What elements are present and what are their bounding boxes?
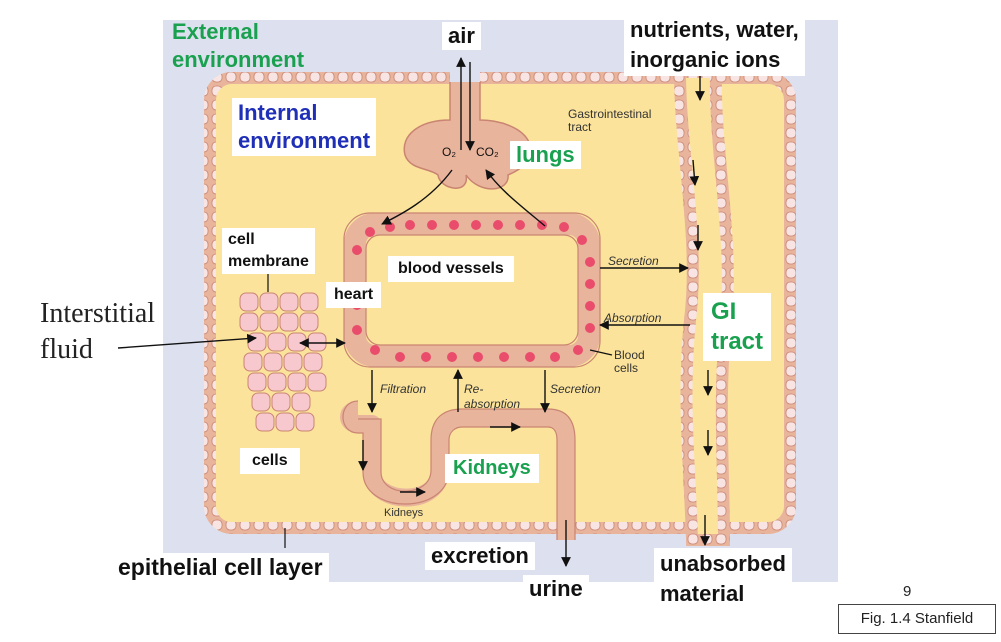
gastrointestinal-tract-label: Gastrointestinal tract bbox=[568, 107, 652, 134]
tissue-cells bbox=[239, 292, 327, 432]
interstitial-pointer bbox=[117, 333, 257, 349]
external-environment-label: External environment bbox=[172, 19, 305, 72]
nutrients-label: nutrients, water, inorganic ions bbox=[624, 14, 805, 76]
kidney-tubule-outline bbox=[342, 400, 576, 540]
reabsorption-label: Re- absorption bbox=[464, 382, 521, 411]
flow-arrows bbox=[117, 57, 713, 567]
blood-vessel-loop bbox=[344, 213, 600, 367]
secretion-bottom-label: Secretion bbox=[550, 382, 601, 396]
air-label: air bbox=[442, 22, 481, 50]
co2-label: CO₂ bbox=[476, 145, 499, 159]
gi-tract-label: GI tract bbox=[703, 293, 772, 361]
epithelial-cell-layer-label: epithelial cell layer bbox=[112, 553, 329, 582]
lungs-label: lungs bbox=[510, 141, 581, 169]
heart-label: heart bbox=[326, 282, 382, 308]
blood-cells bbox=[352, 220, 595, 362]
blood-cells-label: Blood cells bbox=[614, 348, 645, 375]
interstitial-fluid-label: Interstitial fluid bbox=[40, 298, 156, 365]
o2-to-blood-arrow bbox=[381, 169, 453, 225]
absorption-label: Absorption bbox=[604, 311, 662, 325]
excretion-label: excretion bbox=[425, 542, 535, 570]
co2-from-blood-arrow bbox=[485, 169, 546, 227]
cell-membrane-label: cell membrane bbox=[222, 228, 315, 274]
blood-cells-pointer bbox=[589, 349, 613, 356]
cells-label: cells bbox=[240, 448, 300, 474]
gi-flow-arrow-1 bbox=[689, 159, 700, 186]
internal-environment-label: Internal environment bbox=[232, 98, 377, 156]
unabsorbed-material-label: unabsorbed material bbox=[654, 548, 792, 610]
page-number: 9 bbox=[903, 583, 912, 600]
kidneys-small-label: Kidneys bbox=[384, 507, 424, 519]
kidney-tubule bbox=[340, 401, 575, 540]
figure-caption: Fig. 1.4 Stanfield bbox=[838, 604, 996, 634]
secretion-top-label: Secretion bbox=[608, 254, 659, 268]
o2-label: O₂ bbox=[442, 145, 456, 159]
blood-vessels-label: blood vessels bbox=[388, 256, 514, 282]
filtration-label: Filtration bbox=[380, 382, 427, 396]
kidneys-label: Kidneys bbox=[445, 454, 539, 483]
urine-label: urine bbox=[523, 575, 589, 603]
